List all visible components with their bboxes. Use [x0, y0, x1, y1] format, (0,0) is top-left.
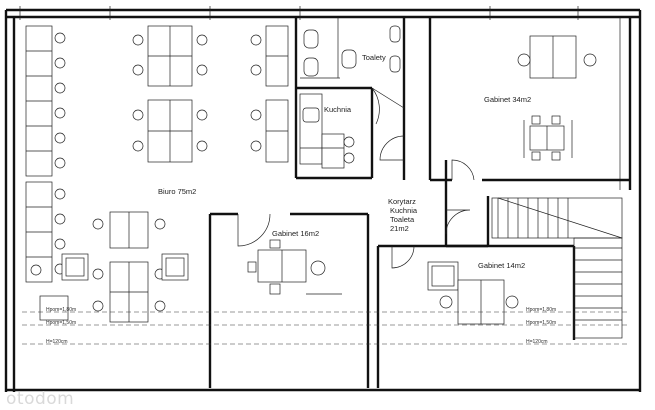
chairs-left-column — [54, 32, 66, 275]
label-korytarz-line-2: Kuchnia — [390, 206, 418, 215]
label-korytarz: Korytarz Kuchnia Toaleta 21m2 — [388, 197, 418, 233]
desk-cluster-lower — [30, 211, 189, 323]
desk-cluster-right — [250, 25, 289, 163]
gabinet-14-furniture — [427, 261, 519, 325]
dim-h120-right: H=120cm — [526, 339, 548, 345]
label-kuchnia: Kuchnia — [324, 105, 352, 114]
staircase — [491, 197, 623, 339]
label-korytarz-line-1: Korytarz — [388, 197, 416, 206]
dim-h150-right: Hpom=1,50m — [526, 320, 556, 326]
dim-h180-right: Hpom=1,80m — [526, 307, 556, 313]
kitchen-fixtures — [299, 93, 355, 169]
gabinet-34-furniture — [517, 35, 597, 161]
label-korytarz-line-3: Toaleta — [390, 215, 415, 224]
desk-cluster-center — [132, 25, 208, 163]
outer-walls — [4, 6, 642, 392]
toilet-fixtures — [300, 25, 401, 79]
label-biuro: Biuro 75m2 — [158, 187, 196, 196]
dim-h120-left: H=120cm — [46, 339, 68, 345]
label-gabinet-16: Gabinet 16m2 — [272, 229, 319, 238]
watermark-logo: otodom — [6, 389, 74, 409]
gabinet-16-furniture — [247, 239, 342, 295]
doors — [237, 87, 475, 269]
dim-h150-left: Hpom=1,50m — [46, 320, 76, 326]
label-gabinet-14: Gabinet 14m2 — [478, 261, 525, 270]
label-toalety: Toalety — [362, 53, 386, 62]
label-gabinet-34: Gabinet 34m2 — [484, 95, 531, 104]
height-lines — [22, 311, 630, 345]
label-korytarz-line-4: 21m2 — [390, 224, 409, 233]
desk-cluster-left-column — [25, 25, 53, 283]
dim-h180-left: Hpom=1,80m — [46, 307, 76, 313]
